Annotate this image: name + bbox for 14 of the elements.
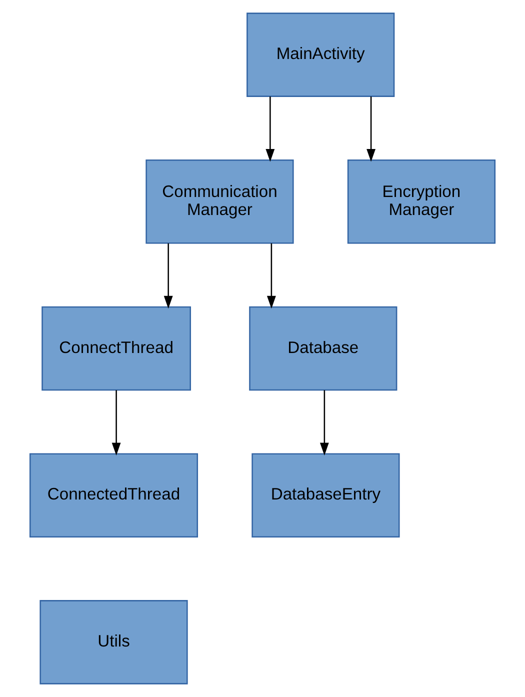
arrow — [266, 96, 275, 162]
node-box: ConnectedThread — [29, 453, 198, 538]
node-box: Database — [249, 306, 398, 391]
node-box: Encryption Manager — [347, 160, 496, 244]
node-box: DatabaseEntry — [252, 453, 400, 538]
arrow — [164, 243, 173, 309]
node-box: MainActivity — [246, 12, 395, 97]
node-box: Utils — [40, 600, 188, 684]
arrow — [266, 243, 276, 309]
arrow — [320, 390, 329, 456]
arrow — [366, 96, 376, 162]
arrow — [112, 390, 121, 456]
node-box: ConnectThread — [42, 306, 191, 391]
node-box: Communication Manager — [146, 160, 294, 244]
